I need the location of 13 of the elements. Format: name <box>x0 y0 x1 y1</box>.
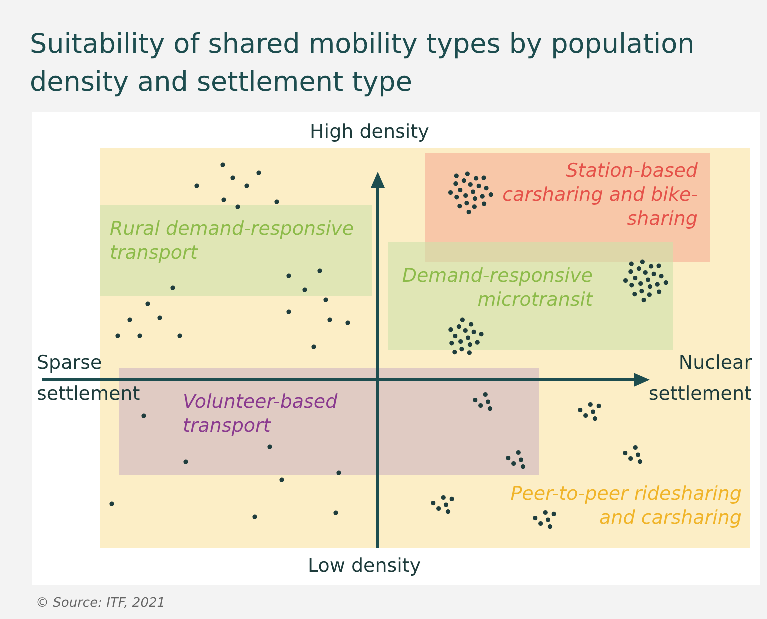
region-label: Station-based carsharing and bike-sharing <box>502 159 698 231</box>
region-label: Peer-to-peer ridesharing and carsharing <box>510 482 742 530</box>
source-caption: © Source: ITF, 2021 <box>36 596 166 611</box>
axis-label: Low density <box>308 554 422 578</box>
axis-label: Nuclear settlement <box>648 351 752 407</box>
region-area <box>425 153 710 262</box>
region-label: Rural demand-responsive transport <box>110 217 356 265</box>
region-area <box>388 242 673 350</box>
axis-label: High density <box>310 120 430 144</box>
region-label: Volunteer-based transport <box>183 390 339 438</box>
chart-title: Suitability of shared mobility types by population density and settlement type <box>30 28 696 100</box>
region-area <box>100 205 372 296</box>
region-label: Demand-responsive microtransit <box>401 264 593 312</box>
